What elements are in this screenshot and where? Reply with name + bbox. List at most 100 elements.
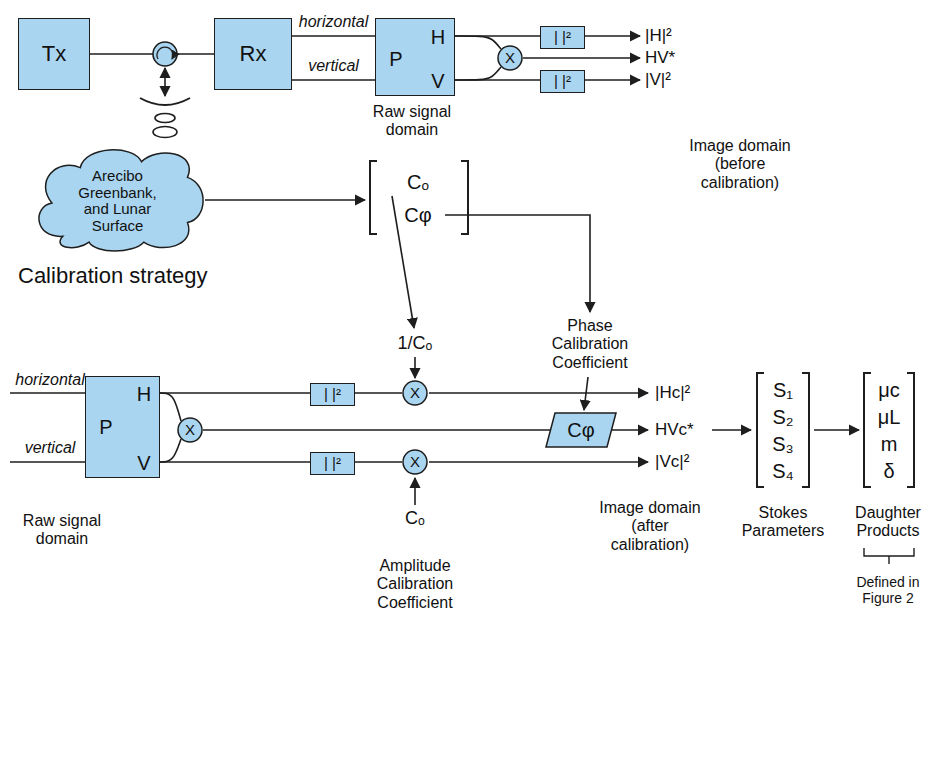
- input-wire: [10, 461, 85, 463]
- radio-wave: [155, 114, 175, 123]
- radio-wave: [153, 127, 177, 138]
- multiplier-circle: X: [402, 449, 428, 475]
- domain-note: Image domain (after calibration): [594, 499, 706, 554]
- antenna-feed: [164, 68, 166, 96]
- input-wire: [10, 392, 85, 394]
- phase-calibration-box: Cφ: [545, 412, 617, 448]
- signal-connector: [160, 461, 310, 463]
- matrix-caption: Daughter Products: [850, 504, 926, 541]
- signal-name: |Vc|²: [655, 452, 715, 472]
- node-text: X: [505, 50, 515, 67]
- matrix-bracket: [370, 161, 468, 234]
- signal-connector: [455, 36, 501, 49]
- node-text: | |²: [324, 386, 341, 403]
- magnitude-box: | |²: [540, 26, 585, 49]
- output-arrow: [585, 35, 640, 37]
- matrix-entry: S₂: [772, 406, 793, 428]
- magnitude-box: | |²: [540, 70, 585, 93]
- matrix-entry: μL: [878, 406, 901, 428]
- coefficient-arrow: [414, 478, 416, 505]
- multiplier-outline: [178, 418, 202, 442]
- reference-note: Defined in Figure 2: [850, 574, 926, 606]
- matrix-caption: Stokes Parameters: [741, 504, 825, 541]
- target-cloud: Arecibo Greenbank, and Lunar Surface: [30, 146, 205, 252]
- signal-connector: [90, 53, 214, 55]
- parallelogram-outline: [546, 413, 616, 447]
- signal-connector: [455, 79, 540, 81]
- input-name: vertical: [10, 439, 90, 457]
- signal-connector: [292, 35, 375, 37]
- polarization-box: PHV: [85, 376, 160, 478]
- coefficient-note: Amplitude Calibration Coefficient: [359, 557, 471, 612]
- signal-connector: [292, 79, 375, 81]
- section-heading: Calibration strategy: [18, 263, 278, 288]
- coefficient-name: 1/Cₒ: [385, 333, 445, 354]
- signal-connector: [160, 392, 310, 394]
- node-text: | |²: [324, 455, 341, 472]
- matrix-entry: S₄: [772, 460, 794, 482]
- circulator-symbol: [153, 42, 177, 66]
- signal-name: |H|²: [645, 26, 705, 46]
- output-arrow: [712, 429, 751, 431]
- multiplier-outline: [403, 450, 427, 474]
- matrix-entry: P: [389, 48, 402, 70]
- matrix-entry: V: [137, 452, 150, 474]
- signal-connector: [455, 67, 501, 80]
- matrix-entry: P: [99, 416, 112, 438]
- magnitude-box: | |²: [310, 383, 355, 406]
- transmitter-box: Tx: [18, 18, 90, 90]
- domain-note: Raw signal domain: [10, 512, 114, 549]
- node-text: | |²: [554, 73, 571, 90]
- matrix-entry: m: [881, 433, 898, 455]
- node-text: | |²: [554, 29, 571, 46]
- node-text: Arecibo Greenbank, and Lunar Surface: [70, 164, 165, 234]
- output-arrow: [612, 429, 648, 431]
- node-text: Rx: [240, 42, 267, 66]
- multiplier-circle: X: [497, 45, 523, 71]
- signal-connector: [355, 392, 402, 394]
- magnitude-box: | |²: [310, 452, 355, 475]
- coefficient-arrow: [445, 215, 590, 312]
- coefficient-matrix: CₒCφ: [368, 160, 470, 235]
- domain-note: Image domain (before calibration): [684, 137, 796, 192]
- signal-name: HVc*: [655, 420, 715, 440]
- group-bracket: [864, 548, 914, 564]
- polarization-box: PHV: [375, 18, 455, 96]
- matrix-entry: μc: [878, 379, 900, 401]
- multiplier-outline: [403, 381, 427, 405]
- input-name: horizontal: [10, 371, 90, 389]
- wires: [10, 36, 914, 564]
- coefficient-arrow: [414, 357, 416, 378]
- stokes-matrix: S₁S₂S₃S₄: [755, 372, 811, 488]
- matrix-entry: δ: [883, 460, 894, 482]
- output-arrow: [429, 392, 648, 394]
- output-arrow: [429, 461, 648, 463]
- signal-name: |Hc|²: [655, 383, 715, 403]
- channel-label: vertical: [308, 57, 359, 75]
- signal-connector: [160, 439, 181, 462]
- multiplier-circle: X: [402, 380, 428, 406]
- matrix-entry: H: [431, 26, 445, 48]
- matrix-bracket: [864, 373, 914, 487]
- domain-note: Raw signal domain: [366, 103, 458, 140]
- matrix-entry: Cₒ: [407, 171, 429, 193]
- channel-label: horizontal: [299, 13, 368, 31]
- node-text: X: [410, 385, 420, 402]
- output-arrow: [523, 57, 640, 59]
- multiplier-outline: [498, 46, 522, 70]
- signal-name: |V|²: [645, 70, 705, 90]
- node-text: X: [185, 422, 195, 439]
- signal-connector: [203, 429, 550, 431]
- matrix-entry: S₁: [773, 379, 793, 401]
- signal-name: HV*: [645, 48, 705, 68]
- coefficient-name: Cₒ: [395, 508, 435, 529]
- signal-connector: [814, 429, 859, 431]
- cloud-outline: [39, 150, 203, 251]
- signal-connector: [205, 199, 365, 201]
- matrix-bracket: [757, 373, 809, 487]
- node-text: Cφ: [567, 419, 594, 441]
- multiplier-circle: X: [177, 417, 203, 443]
- circulator-arrow: [157, 47, 173, 59]
